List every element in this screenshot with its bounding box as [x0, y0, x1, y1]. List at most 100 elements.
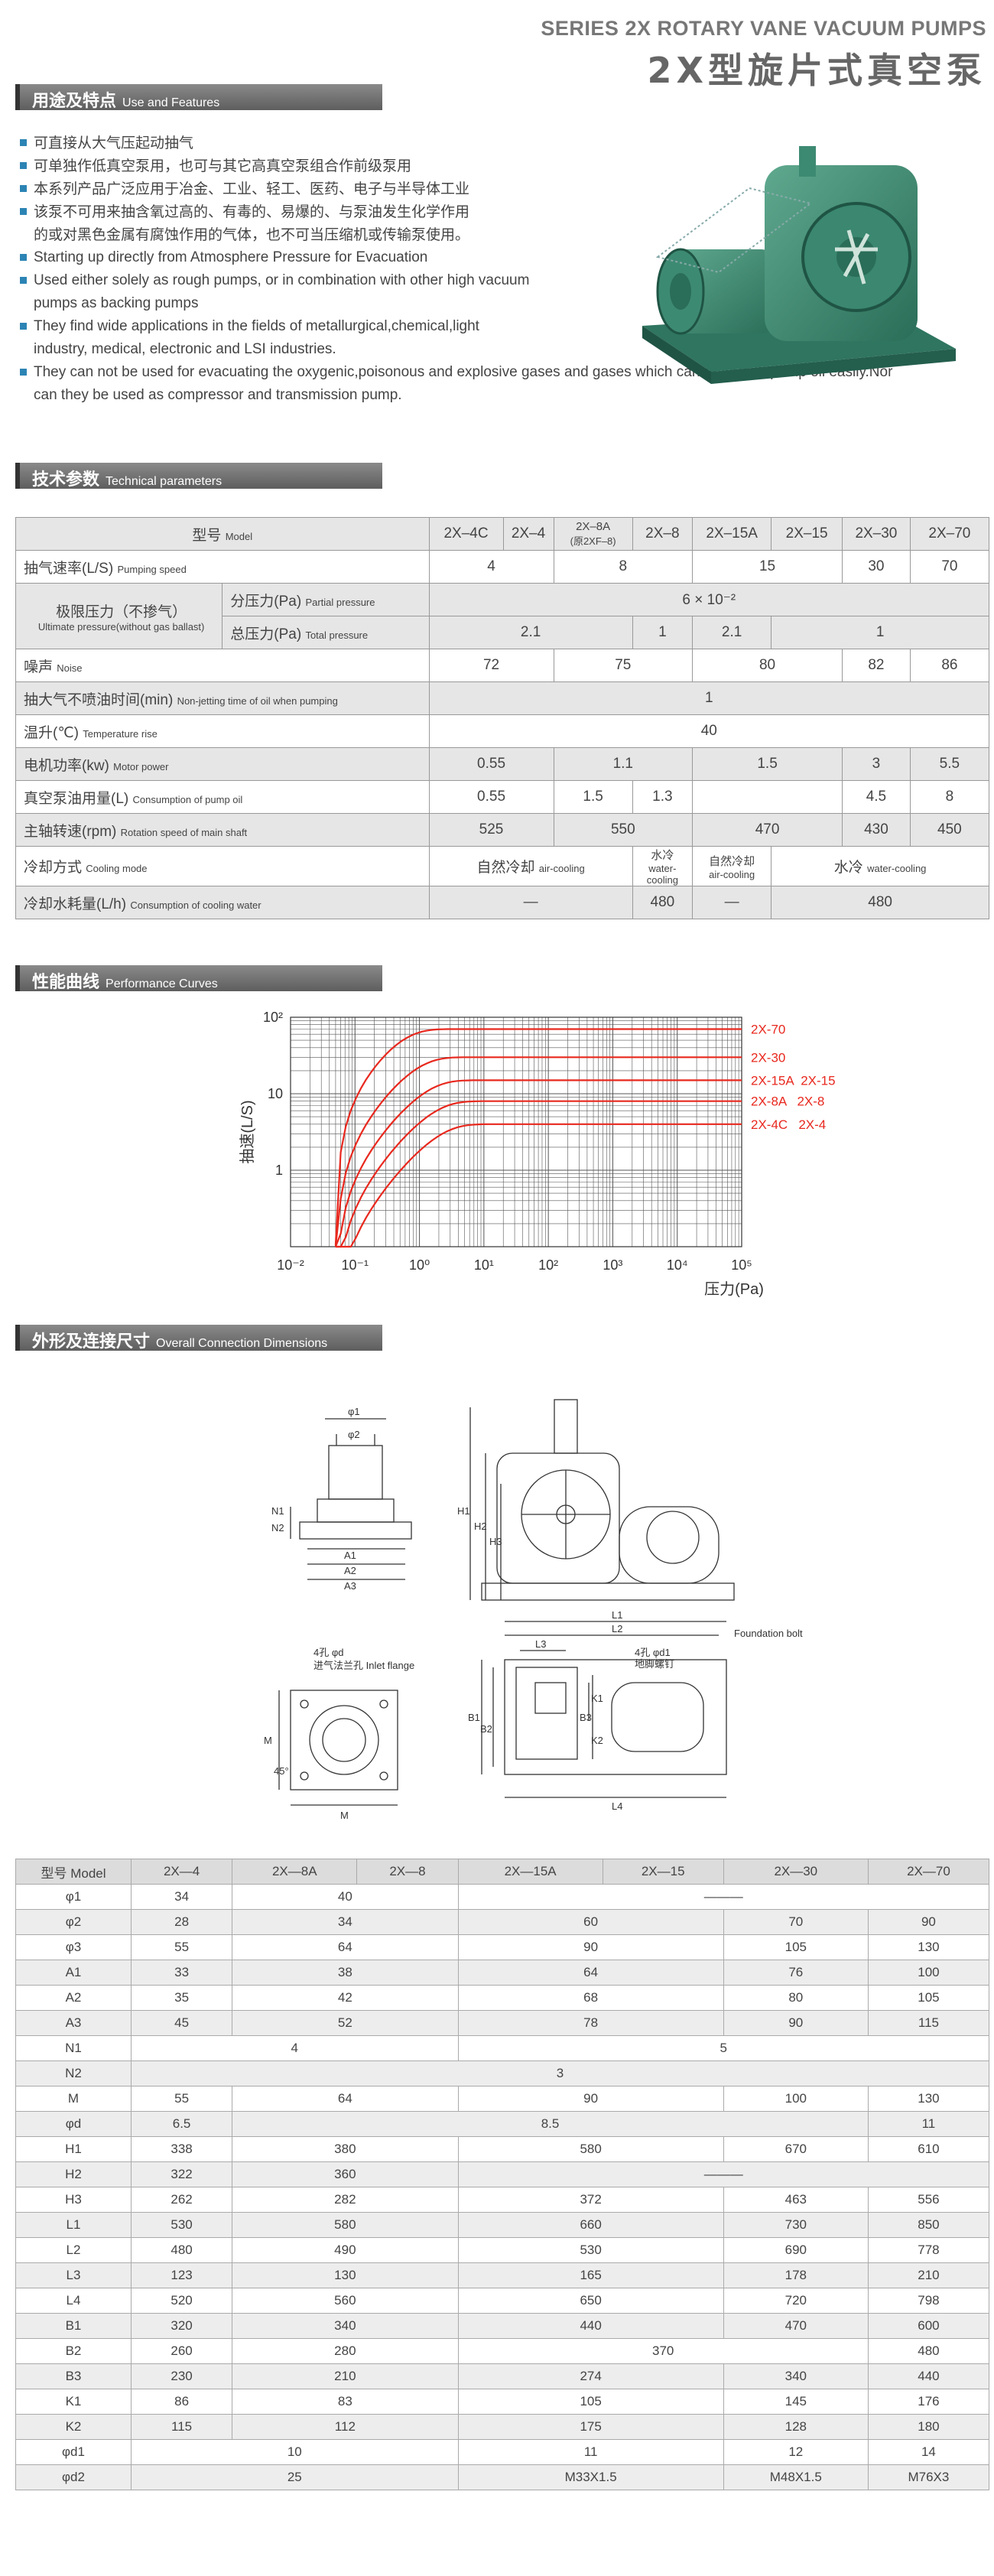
dim-cell: 90	[867, 1909, 990, 1935]
label-foundation: Foundation bolt	[734, 1628, 803, 1639]
dim-cell: 360	[232, 2161, 459, 2187]
label-n2: N2	[271, 1522, 284, 1534]
y-tick-label: 1	[275, 1163, 283, 1178]
label-a1: A1	[344, 1550, 356, 1561]
dim-cell: 3	[131, 2060, 989, 2086]
dim-cell: 64	[457, 1960, 724, 1986]
dim-cell: 282	[232, 2187, 459, 2213]
dim-row-label: B2	[15, 2338, 132, 2364]
dim-row-label: L2	[15, 2237, 132, 2263]
feature-item: 该泵不可用来抽含氧过高的、有毒的、易爆的、与泵油发生化学作用	[20, 200, 968, 223]
x-tick-label: 10³	[603, 1257, 622, 1273]
model-cell: 2X–30	[842, 517, 911, 551]
dim-cell: ———	[457, 1884, 990, 1910]
dim-cell: 34	[232, 1909, 459, 1935]
dim-cell: 340	[723, 2363, 869, 2389]
dim-cell: 11	[867, 2111, 990, 2137]
x-tick-label: 10⁴	[667, 1257, 688, 1273]
y-tick-label: 10	[268, 1086, 283, 1101]
feature-item: They find wide applications in the field…	[20, 315, 968, 338]
dim-row-label: L1	[15, 2212, 132, 2238]
series-label: 2X-30	[751, 1050, 785, 1065]
flange-side-view	[290, 1418, 412, 1580]
spec-row-partial: 极限压力（不掺气）Ultimate pressure(without gas b…	[15, 583, 990, 649]
feature-item: 可直接从大气压起动抽气	[20, 132, 968, 154]
spec-row-power: 电机功率(kw) Motor power 0.55 1.1 1.5 3 5.5	[15, 747, 990, 781]
series-label: 2X-15A 2X-15	[751, 1073, 836, 1088]
dim-row-label: φ3	[15, 1934, 132, 1960]
dim-cell: 556	[867, 2187, 990, 2213]
label-a2: A2	[344, 1565, 356, 1576]
dim-cell: 175	[457, 2414, 724, 2440]
dim-cell: 80	[723, 1985, 869, 2011]
dim-cell: 105	[457, 2389, 724, 2415]
dim-cell: 64	[232, 1934, 459, 1960]
label-l1: L1	[612, 1609, 622, 1621]
dim-header-cell: 2X—15	[602, 1859, 724, 1885]
dim-row-label: K1	[15, 2389, 132, 2415]
dim-cell: 580	[457, 2136, 724, 2162]
spec-row-noise: 噪声 Noise 72 75 80 82 86	[15, 649, 990, 682]
feature-item-cont: 的或对黑色金属有腐蚀作用的气体，也不可当压缩机或传输泵使用。	[34, 226, 470, 243]
dim-cell: 6.5	[130, 2111, 233, 2137]
dim-row-label: H3	[15, 2187, 132, 2213]
x-tick-label: 10²	[538, 1257, 558, 1273]
dim-cell: 64	[232, 2086, 459, 2112]
label-k1: K1	[591, 1693, 603, 1704]
header-title-cn: 2X型旋片式真空泵	[647, 50, 986, 91]
dim-cell: 320	[130, 2313, 233, 2339]
label-m-side: M	[264, 1735, 272, 1746]
section-tech-en: Technical parameters	[106, 475, 223, 488]
model-cell: 2X–4	[502, 517, 554, 551]
dim-cell: 440	[867, 2363, 990, 2389]
dim-cell: 210	[867, 2262, 990, 2288]
pump-photo	[642, 146, 956, 384]
dim-cell: M33X1.5	[457, 2464, 724, 2490]
dim-cell: 52	[232, 2010, 459, 2036]
label-a3: A3	[344, 1580, 356, 1592]
dim-cell: 123	[130, 2262, 233, 2288]
dim-cell: 470	[723, 2313, 869, 2339]
section-tech-cn: 技术参数	[32, 470, 100, 490]
dim-cell: 798	[867, 2288, 990, 2314]
dim-cell: 490	[232, 2237, 459, 2263]
curve-2x-4c	[335, 1123, 742, 1248]
dim-cell: 372	[457, 2187, 724, 2213]
plot-frame	[290, 1016, 742, 1247]
pump-side-view	[469, 1399, 735, 1601]
label-holes: 4孔 φd	[313, 1647, 344, 1658]
dim-row-label: B1	[15, 2313, 132, 2339]
dim-cell: 68	[457, 1985, 724, 2011]
feature-item-cont: can they be used as compressor and trans…	[34, 387, 402, 403]
dim-cell: 730	[723, 2212, 869, 2238]
dim-cell: 60	[457, 1909, 724, 1935]
dim-cell: 40	[232, 1884, 459, 1910]
header-title-en: SERIES 2X ROTARY VANE VACUUM PUMPS	[541, 17, 986, 40]
dim-cell: 165	[457, 2262, 724, 2288]
dim-row-label: H1	[15, 2136, 132, 2162]
dim-cell: M76X3	[867, 2464, 990, 2490]
section-tech-band: 技术参数 Technical parameters	[15, 463, 382, 490]
label-m: M	[340, 1810, 349, 1821]
dim-cell: 230	[130, 2363, 233, 2389]
feature-item: 本系列产品广泛应用于冶金、工业、轻工、医药、电子与半导体工业	[20, 177, 968, 200]
dimension-drawing: φ1 φ2 N1 N2 A1 A2 A3 H1 H2 H3 L1 L2	[264, 1399, 803, 1821]
label-k2: K2	[591, 1735, 603, 1746]
spec-row-time: 抽大气不喷油时间(min) Non-jetting time of oil wh…	[15, 681, 990, 715]
